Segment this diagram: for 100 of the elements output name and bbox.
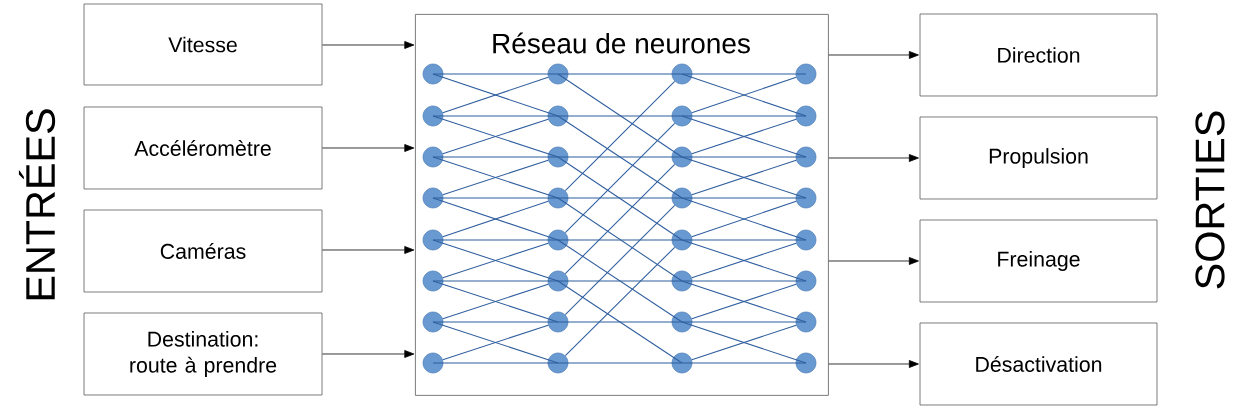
connection-line: [442, 200, 549, 238]
connection-line: [442, 283, 549, 320]
neuron-circle: [671, 105, 693, 127]
neuron-circle: [547, 229, 569, 251]
connection-line: [564, 204, 676, 316]
connection-line: [557, 115, 683, 117]
neuron-circle: [422, 187, 444, 209]
connection-line: [681, 239, 807, 282]
neuron-circle: [671, 352, 693, 374]
neuron-circle: [671, 63, 693, 85]
connection-line: [432, 321, 559, 323]
connection-line: [442, 118, 549, 155]
process-box: Propulsion: [919, 116, 1158, 200]
network-box: [415, 14, 829, 396]
connection-line: [557, 197, 683, 199]
connection-line: [681, 73, 807, 75]
neuron-circle: [547, 63, 569, 85]
connection-line: [681, 280, 807, 323]
neuron-circle: [547, 187, 569, 209]
connection-line: [557, 280, 683, 282]
connection-line: [557, 115, 683, 199]
connection-line: [442, 324, 549, 361]
arrow: [322, 246, 415, 254]
connection-line: [432, 239, 559, 282]
connection-line: [432, 73, 559, 117]
connection-line: [557, 156, 683, 241]
connection-line: [432, 280, 559, 323]
connection-line: [691, 159, 797, 196]
neuron-circle: [795, 311, 817, 333]
neuron-circle: [422, 105, 444, 127]
connection-line: [691, 242, 797, 279]
connection-line: [681, 197, 807, 241]
neuron-circle: [671, 311, 693, 333]
neuron-circle: [671, 187, 693, 209]
neuron-circle: [795, 146, 817, 168]
neuron-circle: [671, 270, 693, 292]
arrow: [322, 41, 415, 49]
connection-line: [432, 321, 559, 364]
process-box: Freinage: [919, 219, 1158, 303]
connection-line: [557, 239, 683, 241]
connection-line: [432, 197, 559, 199]
neuron-circle: [422, 311, 444, 333]
heading: Réseau de neurones: [493, 32, 750, 54]
connection-line: [432, 197, 559, 241]
connection-line: [691, 324, 797, 361]
arrow: [322, 144, 415, 152]
process-box: Vitesse: [83, 3, 323, 86]
neuron-circle: [671, 229, 693, 251]
process-box: Désactivation: [919, 322, 1158, 406]
neuron-circle: [795, 187, 817, 209]
neuron-circle: [422, 352, 444, 374]
connection-line: [432, 156, 559, 199]
connection-line: [681, 280, 807, 282]
connection-line: [564, 122, 676, 234]
connection-line: [557, 73, 683, 158]
connection-line: [557, 239, 683, 323]
connection-line: [681, 362, 807, 364]
side-label: SORTIES: [1195, 111, 1225, 289]
connection-line: [557, 73, 683, 75]
connection-line: [681, 321, 807, 364]
connection-line: [564, 246, 676, 357]
connection-line: [432, 280, 559, 282]
arrow: [828, 257, 919, 265]
connection-line: [557, 321, 683, 323]
connection-line: [432, 362, 559, 364]
neuron-circle: [795, 105, 817, 127]
process-box: Direction: [919, 13, 1158, 97]
neuron-circle: [547, 311, 569, 333]
connection-line: [564, 80, 676, 192]
neuron-circle: [671, 146, 693, 168]
process-box: Accéléromètre: [83, 106, 323, 190]
connection-line: [681, 321, 807, 323]
arrow: [828, 154, 919, 162]
connection-line: [681, 197, 807, 199]
connection-line: [557, 197, 683, 282]
connection-line: [432, 239, 559, 241]
connection-line: [432, 73, 559, 75]
neuron-circle: [795, 63, 817, 85]
neuron-circle: [422, 229, 444, 251]
connection-line: [681, 156, 807, 199]
connection-line: [681, 115, 807, 158]
connection-line: [691, 76, 797, 114]
neuron-circle: [795, 270, 817, 292]
neuron-circle: [795, 352, 817, 374]
connection-line: [691, 200, 797, 238]
connection-line: [442, 242, 549, 279]
connection-line: [432, 115, 559, 117]
connection-line: [681, 73, 807, 117]
connection-line: [557, 280, 683, 364]
neuron-circle: [422, 270, 444, 292]
neuron-circle: [547, 105, 569, 127]
neuron-circle: [547, 352, 569, 374]
connection-line: [442, 76, 549, 114]
neuron-circle: [795, 229, 817, 251]
arrow: [828, 360, 919, 368]
neuron-circle: [422, 63, 444, 85]
neuron-circle: [547, 146, 569, 168]
connection-line: [681, 156, 807, 158]
process-box: Caméras: [83, 209, 323, 293]
neuron-circle: [547, 270, 569, 292]
